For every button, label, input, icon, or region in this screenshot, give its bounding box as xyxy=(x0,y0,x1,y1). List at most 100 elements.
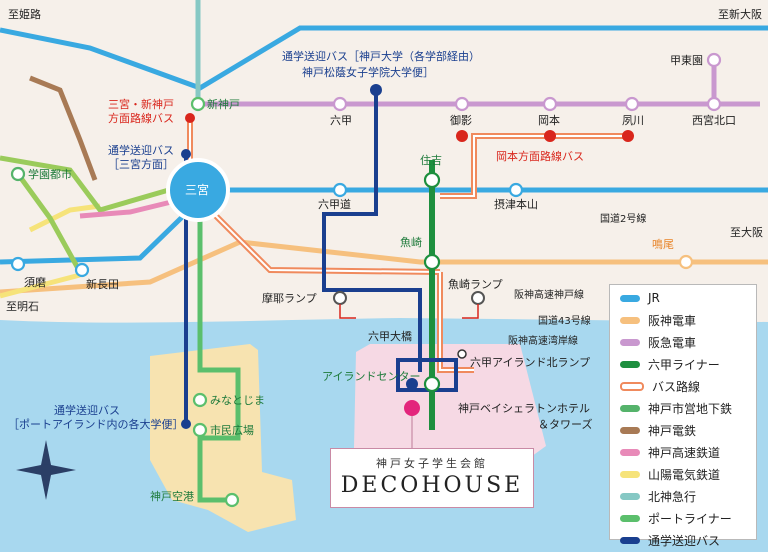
label-ramp-maya: 摩耶ランプ xyxy=(262,291,317,305)
label-naruo: 鳴尾 xyxy=(652,237,674,251)
legend-item: バス路線 xyxy=(610,375,756,397)
bus-note-port-island-1: 通学送迎バス xyxy=(54,403,120,417)
station-naruo xyxy=(678,254,694,270)
bus-note-sannomiya-2: 方面路線バス xyxy=(108,111,174,125)
compass-icon xyxy=(16,440,76,500)
school-bus-stop xyxy=(370,84,382,96)
station-mikage xyxy=(454,96,470,112)
bus-note-sannomiya-1: 三宮・新神戸 xyxy=(108,97,174,111)
legend-swatch xyxy=(620,492,640,500)
school-bus-stop xyxy=(406,378,418,390)
bus-note-school-sannomiya-1: 通学送迎バス xyxy=(108,143,174,157)
ramp-rokko-north xyxy=(457,349,467,359)
sanyo-line xyxy=(28,203,101,233)
label-shin-nagata: 新長田 xyxy=(86,277,119,291)
bus-note-kobe-univ-1: 通学送迎バス［神戸大学（各学部経由） xyxy=(282,49,480,63)
school-bus-route xyxy=(322,90,422,372)
label-hotel-2: ＆タワーズ xyxy=(538,417,592,431)
subway-line xyxy=(0,155,211,213)
label-shimin-hiroba: 市民広場 xyxy=(210,423,254,437)
label-mikage: 御影 xyxy=(450,113,472,127)
label-gakuen-toshi: 学園都市 xyxy=(28,167,72,181)
station-minatojima xyxy=(192,392,208,408)
school-bus-stop xyxy=(181,149,191,159)
station-shimin-hiroba xyxy=(192,422,208,438)
label-shin-kobe: 新神戸 xyxy=(207,97,240,111)
dir-shin-osaka: 至新大阪 xyxy=(718,7,762,21)
legend-swatch xyxy=(620,514,640,522)
bus-note-okamoto: 岡本方面路線バス xyxy=(496,149,584,163)
road-route43: 国道43号線 xyxy=(538,314,591,327)
port-liner xyxy=(197,200,241,503)
station-rokko xyxy=(332,96,348,112)
jr-line xyxy=(0,187,768,265)
legend-label: 阪神電車 xyxy=(648,313,697,328)
legend-swatch xyxy=(620,448,640,456)
decohouse-subtitle: 神戸女子学生会館 xyxy=(376,457,488,470)
station-rokkomichi xyxy=(332,182,348,198)
legend-label: ポートライナー xyxy=(648,511,732,526)
legend-label: 阪急電車 xyxy=(648,335,697,350)
label-ramp-uozaki: 魚崎ランプ xyxy=(448,277,503,291)
legend-label: バス路線 xyxy=(652,379,701,394)
label-kobe-airport: 神戸空港 xyxy=(150,489,194,503)
legend-label: JR xyxy=(648,291,660,305)
bus-stop xyxy=(456,130,468,142)
dir-osaka: 至大阪 xyxy=(730,225,763,239)
label-uozaki: 魚崎 xyxy=(400,235,422,249)
road-hanshin-wangan: 阪神高速湾岸線 xyxy=(508,334,578,347)
station-gakuen-toshi xyxy=(10,166,26,182)
legend-label: 神戸市営地下鉄 xyxy=(648,401,733,416)
bus-note-port-island-2: ［ポートアイランド内の各大学便］ xyxy=(8,417,183,431)
station-sumiyoshi xyxy=(423,171,441,189)
legend-item: 神戸市営地下鉄 xyxy=(610,397,756,419)
label-rokko: 六甲 xyxy=(330,114,352,127)
legend-item: 神戸電鉄 xyxy=(610,419,756,441)
dir-akashi: 至明石 xyxy=(6,300,39,313)
legend-item: 阪神電車 xyxy=(610,309,756,331)
bus-stop xyxy=(622,130,634,142)
legend-item: ポートライナー xyxy=(610,507,756,529)
station-setsu-motoyama xyxy=(508,182,524,198)
legend-label: 神戸高速鉄道 xyxy=(648,445,721,460)
station-island-center xyxy=(423,375,441,393)
legend-swatch xyxy=(620,404,640,412)
decohouse-label: 神戸女子学生会館 DECOHOUSE xyxy=(330,448,534,508)
decohouse-pin xyxy=(404,400,420,416)
legend-swatch xyxy=(620,338,640,346)
legend-swatch xyxy=(620,360,640,368)
label-suma: 須磨 xyxy=(24,276,46,289)
label-sannomiya: 三宮 xyxy=(185,182,209,197)
label-island-center: アイランドセンター xyxy=(322,370,420,383)
decohouse-title: DECOHOUSE xyxy=(340,473,524,498)
legend-item: 通学送迎バス xyxy=(610,529,756,551)
station-shukugawa xyxy=(624,96,640,112)
legend-swatch xyxy=(620,294,640,302)
school-bus-stop xyxy=(181,419,191,429)
bus-note-kobe-univ-2: 神戸松蔭女子学院大学便］ xyxy=(302,65,434,79)
legend-label: 六甲ライナー xyxy=(648,357,720,372)
road-hanshin-kobe: 阪神高速神戸線 xyxy=(514,288,584,301)
label-okamoto: 岡本 xyxy=(538,113,560,127)
sanyo-line xyxy=(0,272,81,299)
station-shin-nagata xyxy=(74,262,90,278)
station-koto-en xyxy=(706,52,722,68)
legend-item: 北神急行 xyxy=(610,485,756,507)
sannomiya-hub xyxy=(166,158,230,222)
label-sumiyoshi: 住吉 xyxy=(420,153,442,167)
label-nishinomiya-kitaguchi: 西宮北口 xyxy=(692,113,736,127)
legend-label: 北神急行 xyxy=(648,489,697,504)
legend-item: JR xyxy=(610,287,756,309)
legend-swatch xyxy=(620,381,644,391)
bus-stop xyxy=(185,113,195,123)
legend-item: 六甲ライナー xyxy=(610,353,756,375)
label-koto-en: 甲東園 xyxy=(670,54,703,67)
kobe-dentetsu-line xyxy=(29,75,98,181)
label-shukugawa: 夙川 xyxy=(622,114,644,127)
label-minatojima: みなとじま xyxy=(210,394,265,407)
legend-swatch xyxy=(620,470,640,478)
subway-line xyxy=(15,172,83,274)
legend-swatch xyxy=(620,426,640,434)
station-kobe-airport xyxy=(224,492,240,508)
